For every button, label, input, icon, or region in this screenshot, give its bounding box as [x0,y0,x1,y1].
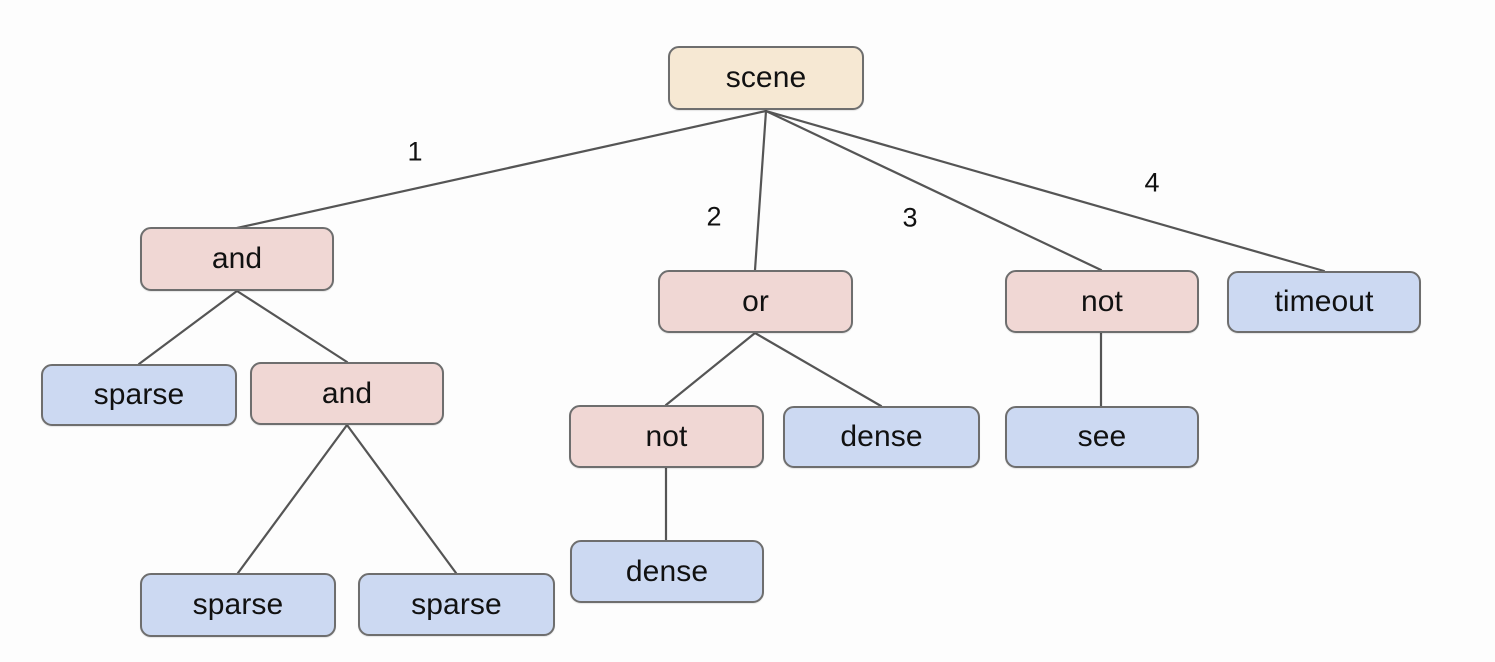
edge-label-2: 2 [706,201,722,232]
tree-node-label: not [645,419,688,453]
tree-node-see[interactable]: see [1005,406,1199,468]
edge-label-4: 4 [1144,167,1160,198]
edge-label-1: 1 [407,136,423,167]
tree-node-label: timeout [1274,285,1374,318]
tree-node-dense1[interactable]: dense [783,406,980,468]
tree-node-label: scene [725,61,807,94]
tree-node-timeout[interactable]: timeout [1227,271,1421,333]
tree-node-sparse3[interactable]: sparse [358,573,555,636]
tree-node-label: and [321,376,373,410]
tree-node-label: and [211,242,263,275]
tree-node-label: sparse [192,588,284,621]
edge-label-3: 3 [902,202,918,233]
tree-node-or1[interactable]: or [658,270,853,333]
tree-node-not_m[interactable]: not [569,405,764,468]
tree-node-sparse1[interactable]: sparse [41,364,237,426]
tree-node-label: sparse [411,587,502,621]
tree-node-not_r[interactable]: not [1005,270,1199,333]
tree-node-label: dense [625,554,709,588]
tree-node-label: not [1080,284,1123,318]
tree-node-dense2[interactable]: dense [570,540,764,603]
tree-node-and2[interactable]: and [250,362,444,425]
tree-node-and1[interactable]: and [140,227,334,291]
tree-node-label: see [1077,420,1127,453]
tree-node-sparse2[interactable]: sparse [140,573,336,637]
tree-node-label: dense [840,420,923,453]
tree-node-label: or [742,284,769,318]
tree-node-label: sparse [93,378,185,411]
tree-node-scene[interactable]: scene [668,46,864,110]
